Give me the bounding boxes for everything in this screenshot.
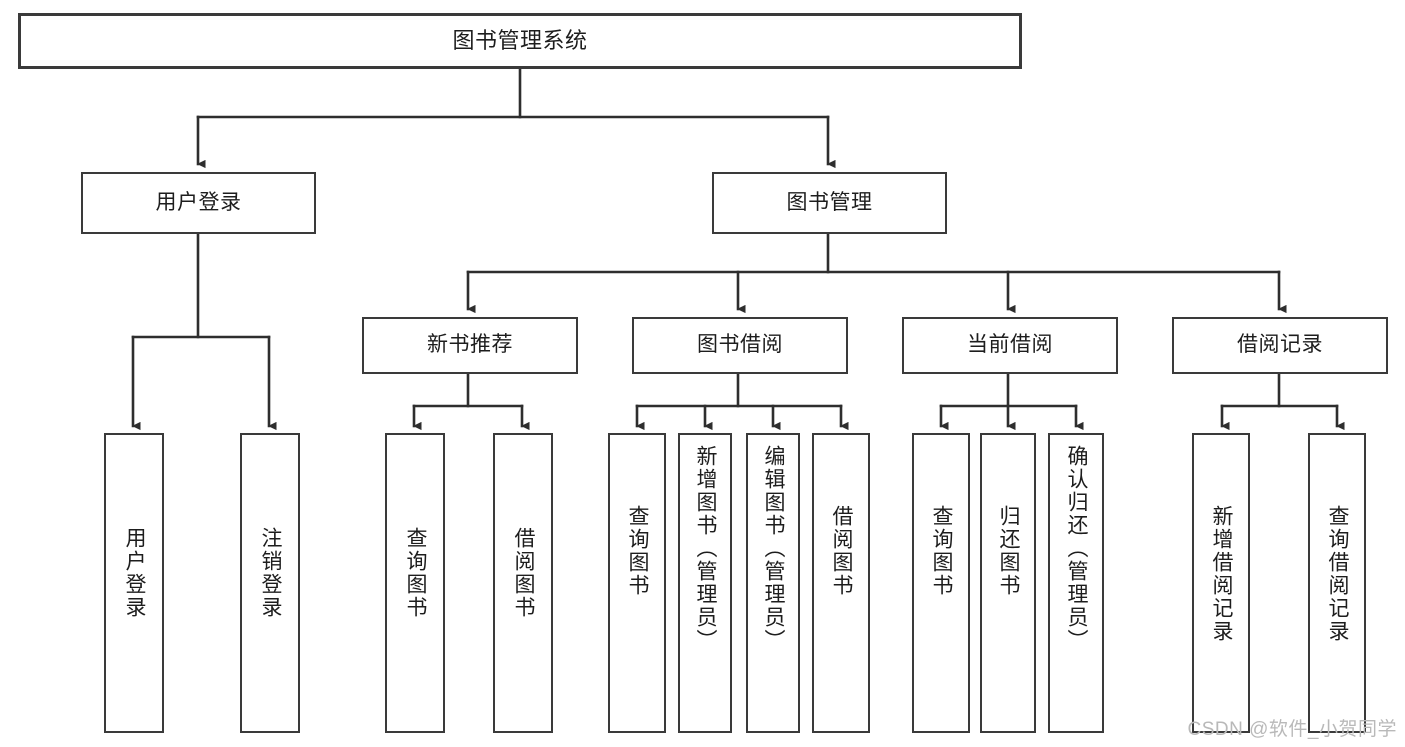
leaf-user-login[interactable]: 用户登录: [104, 433, 164, 733]
leaf-borrow-book[interactable]: 借阅图书: [812, 433, 870, 733]
node-book-management[interactable]: 图书管理: [712, 172, 947, 234]
node-label: 新增图书（管理员）: [694, 445, 718, 652]
node-label: 图书管理系统: [452, 28, 588, 54]
node-label: 归还图书: [997, 505, 1021, 597]
node-label: 编辑图书（管理员）: [762, 445, 786, 652]
node-label: 新增借阅记录: [1210, 505, 1234, 643]
csdn-watermark: CSDN @软件_小贺同学: [1187, 719, 1397, 740]
node-label: 新书推荐: [427, 333, 513, 357]
node-label: 注销登录: [259, 527, 283, 619]
node-label: 图书管理: [786, 190, 873, 214]
node-new-book-recommend[interactable]: 新书推荐: [362, 317, 578, 374]
node-label: 用户登录: [155, 190, 242, 214]
node-label: 查询图书: [930, 505, 954, 597]
node-borrow-records[interactable]: 借阅记录: [1172, 317, 1388, 374]
leaf-query-book-borrow[interactable]: 查询图书: [608, 433, 666, 733]
node-label: 借阅记录: [1237, 333, 1323, 357]
leaf-query-book-recommend[interactable]: 查询图书: [385, 433, 445, 733]
node-root-system[interactable]: 图书管理系统: [18, 13, 1022, 69]
leaf-borrow-book-recommend[interactable]: 借阅图书: [493, 433, 553, 733]
leaf-add-borrow-record[interactable]: 新增借阅记录: [1192, 433, 1250, 733]
node-label: 借阅图书: [830, 505, 854, 597]
leaf-add-book-admin[interactable]: 新增图书（管理员）: [678, 433, 732, 733]
node-label: 当前借阅: [967, 333, 1053, 357]
node-book-borrow[interactable]: 图书借阅: [632, 317, 848, 374]
leaf-query-book-current[interactable]: 查询图书: [912, 433, 970, 733]
node-current-borrow[interactable]: 当前借阅: [902, 317, 1118, 374]
node-label: 确认归还（管理员）: [1065, 445, 1089, 652]
node-label: 查询图书: [626, 505, 650, 597]
leaf-edit-book-admin[interactable]: 编辑图书（管理员）: [746, 433, 800, 733]
leaf-return-book[interactable]: 归还图书: [980, 433, 1036, 733]
node-label: 用户登录: [123, 527, 147, 619]
node-label: 查询图书: [404, 527, 428, 619]
leaf-logout[interactable]: 注销登录: [240, 433, 300, 733]
leaf-query-borrow-record[interactable]: 查询借阅记录: [1308, 433, 1366, 733]
node-user-login[interactable]: 用户登录: [81, 172, 316, 234]
node-label: 图书借阅: [697, 333, 783, 357]
node-label: 借阅图书: [512, 527, 536, 619]
leaf-confirm-return-admin[interactable]: 确认归还（管理员）: [1048, 433, 1104, 733]
node-label: 查询借阅记录: [1326, 505, 1350, 643]
